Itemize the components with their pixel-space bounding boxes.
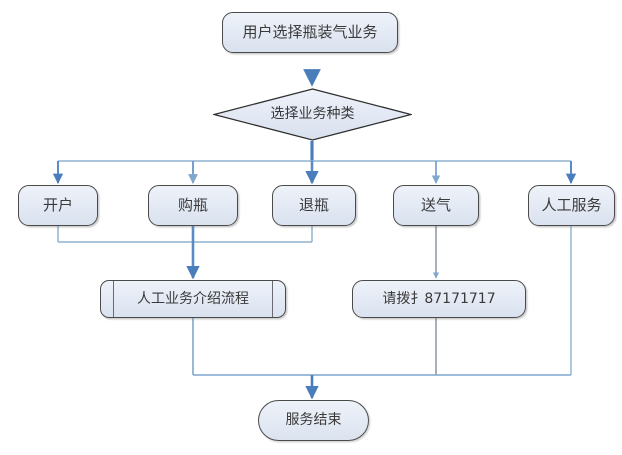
node-decision-label: 选择业务种类 <box>270 106 355 123</box>
node-end[interactable]: 服务结束 <box>258 400 369 441</box>
node-option-tuipin[interactable]: 退瓶 <box>272 185 356 226</box>
node-process-phone[interactable]: 请拨扌87171717 <box>352 280 526 318</box>
node-start-label: 用户选择瓶装气业务 <box>242 22 378 41</box>
node-start[interactable]: 用户选择瓶装气业务 <box>222 12 398 53</box>
node-process-intro[interactable]: 人工业务介绍流程 <box>100 280 286 318</box>
diamond-shape <box>213 88 412 141</box>
node-option-tuipin-label: 退瓶 <box>298 195 329 214</box>
node-process-intro-label: 人工业务介绍流程 <box>137 290 249 307</box>
node-option-kaihu-label: 开户 <box>42 195 73 214</box>
predefined-bar-right <box>272 281 273 317</box>
node-option-songqi-label: 送气 <box>420 195 451 214</box>
node-option-goupin-label: 购瓶 <box>177 195 208 214</box>
node-option-rengong[interactable]: 人工服务 <box>528 185 615 226</box>
predefined-bar-left <box>113 281 114 317</box>
node-end-label: 服务结束 <box>285 412 342 429</box>
node-option-goupin[interactable]: 购瓶 <box>148 185 238 226</box>
node-process-phone-label: 请拨扌87171717 <box>382 290 496 307</box>
node-option-rengong-label: 人工服务 <box>541 195 602 214</box>
node-option-kaihu[interactable]: 开户 <box>18 185 98 226</box>
node-decision[interactable]: 选择业务种类 <box>213 88 412 141</box>
node-option-songqi[interactable]: 送气 <box>393 185 479 226</box>
